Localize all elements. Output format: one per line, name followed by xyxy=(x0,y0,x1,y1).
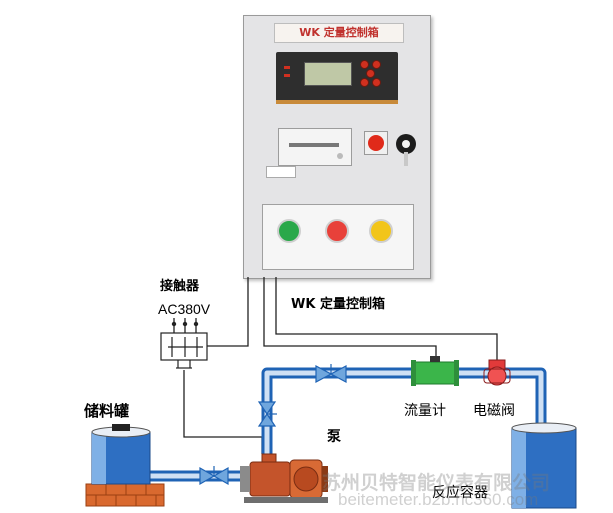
pump-label: 泵 xyxy=(327,429,341,445)
control-cabinet: WK 定量控制箱 xyxy=(243,15,431,279)
key-switch[interactable] xyxy=(396,134,416,166)
contactor-label: 接触器 xyxy=(160,279,200,294)
keypad-button[interactable] xyxy=(372,60,381,69)
yellow-lamp[interactable] xyxy=(369,219,393,243)
cabinet-caption: WK 定量控制箱 xyxy=(291,297,385,312)
quantitative-controller xyxy=(276,52,398,104)
cabinet-title-plate: WK 定量控制箱 xyxy=(274,23,404,43)
key-icon xyxy=(404,152,408,166)
valve-vertical xyxy=(257,401,277,427)
reactor-vessel xyxy=(511,422,577,509)
printer-paper-slot xyxy=(289,143,339,147)
watermark-site: beitemeter.b2b.hc360.com xyxy=(338,490,539,509)
green-lamp[interactable] xyxy=(277,219,301,243)
keypad-button[interactable] xyxy=(360,78,369,87)
valve-horizontal xyxy=(315,364,347,383)
printer-label xyxy=(266,166,296,178)
storage-tank-label: 储料罐 xyxy=(84,402,130,420)
emergency-stop-housing xyxy=(364,131,388,155)
key-switch-face xyxy=(402,140,410,148)
controller-base-strip xyxy=(276,100,398,104)
lcd-display xyxy=(304,62,352,86)
solenoid-valve xyxy=(483,359,511,386)
wire-cabinet-to-flowmeter xyxy=(263,277,437,360)
flowmeter-label: 流量计 xyxy=(404,403,446,419)
wire-cabinet-to-contactor xyxy=(207,277,249,347)
solenoid-valve-label: 电磁阀 xyxy=(473,403,515,419)
keypad-button[interactable] xyxy=(372,78,381,87)
indicator-led xyxy=(284,66,290,69)
flowmeter xyxy=(411,356,459,386)
micro-printer xyxy=(278,128,352,166)
emergency-stop-button[interactable] xyxy=(368,135,384,151)
indicator-led xyxy=(284,74,290,77)
contactor-terminals xyxy=(171,321,199,327)
keypad-button[interactable] xyxy=(360,60,369,69)
pump-motor xyxy=(240,453,328,503)
wire-contactor-to-pump xyxy=(183,370,263,454)
indicator-lamp-panel xyxy=(262,204,414,270)
valve-inlet xyxy=(199,466,229,486)
keypad-button[interactable] xyxy=(366,69,375,78)
red-lamp[interactable] xyxy=(325,219,349,243)
pipe-system xyxy=(148,367,547,482)
reactor-label: 反应容器 xyxy=(432,485,488,501)
voltage-label: AC380V xyxy=(158,301,211,317)
watermark-company: 苏州贝特智能仪表有限公司 xyxy=(322,472,551,494)
wire-cabinet-to-valve xyxy=(275,277,498,360)
storage-tank xyxy=(85,424,165,507)
printer-feed-button[interactable] xyxy=(337,153,343,159)
contactor xyxy=(160,332,208,369)
